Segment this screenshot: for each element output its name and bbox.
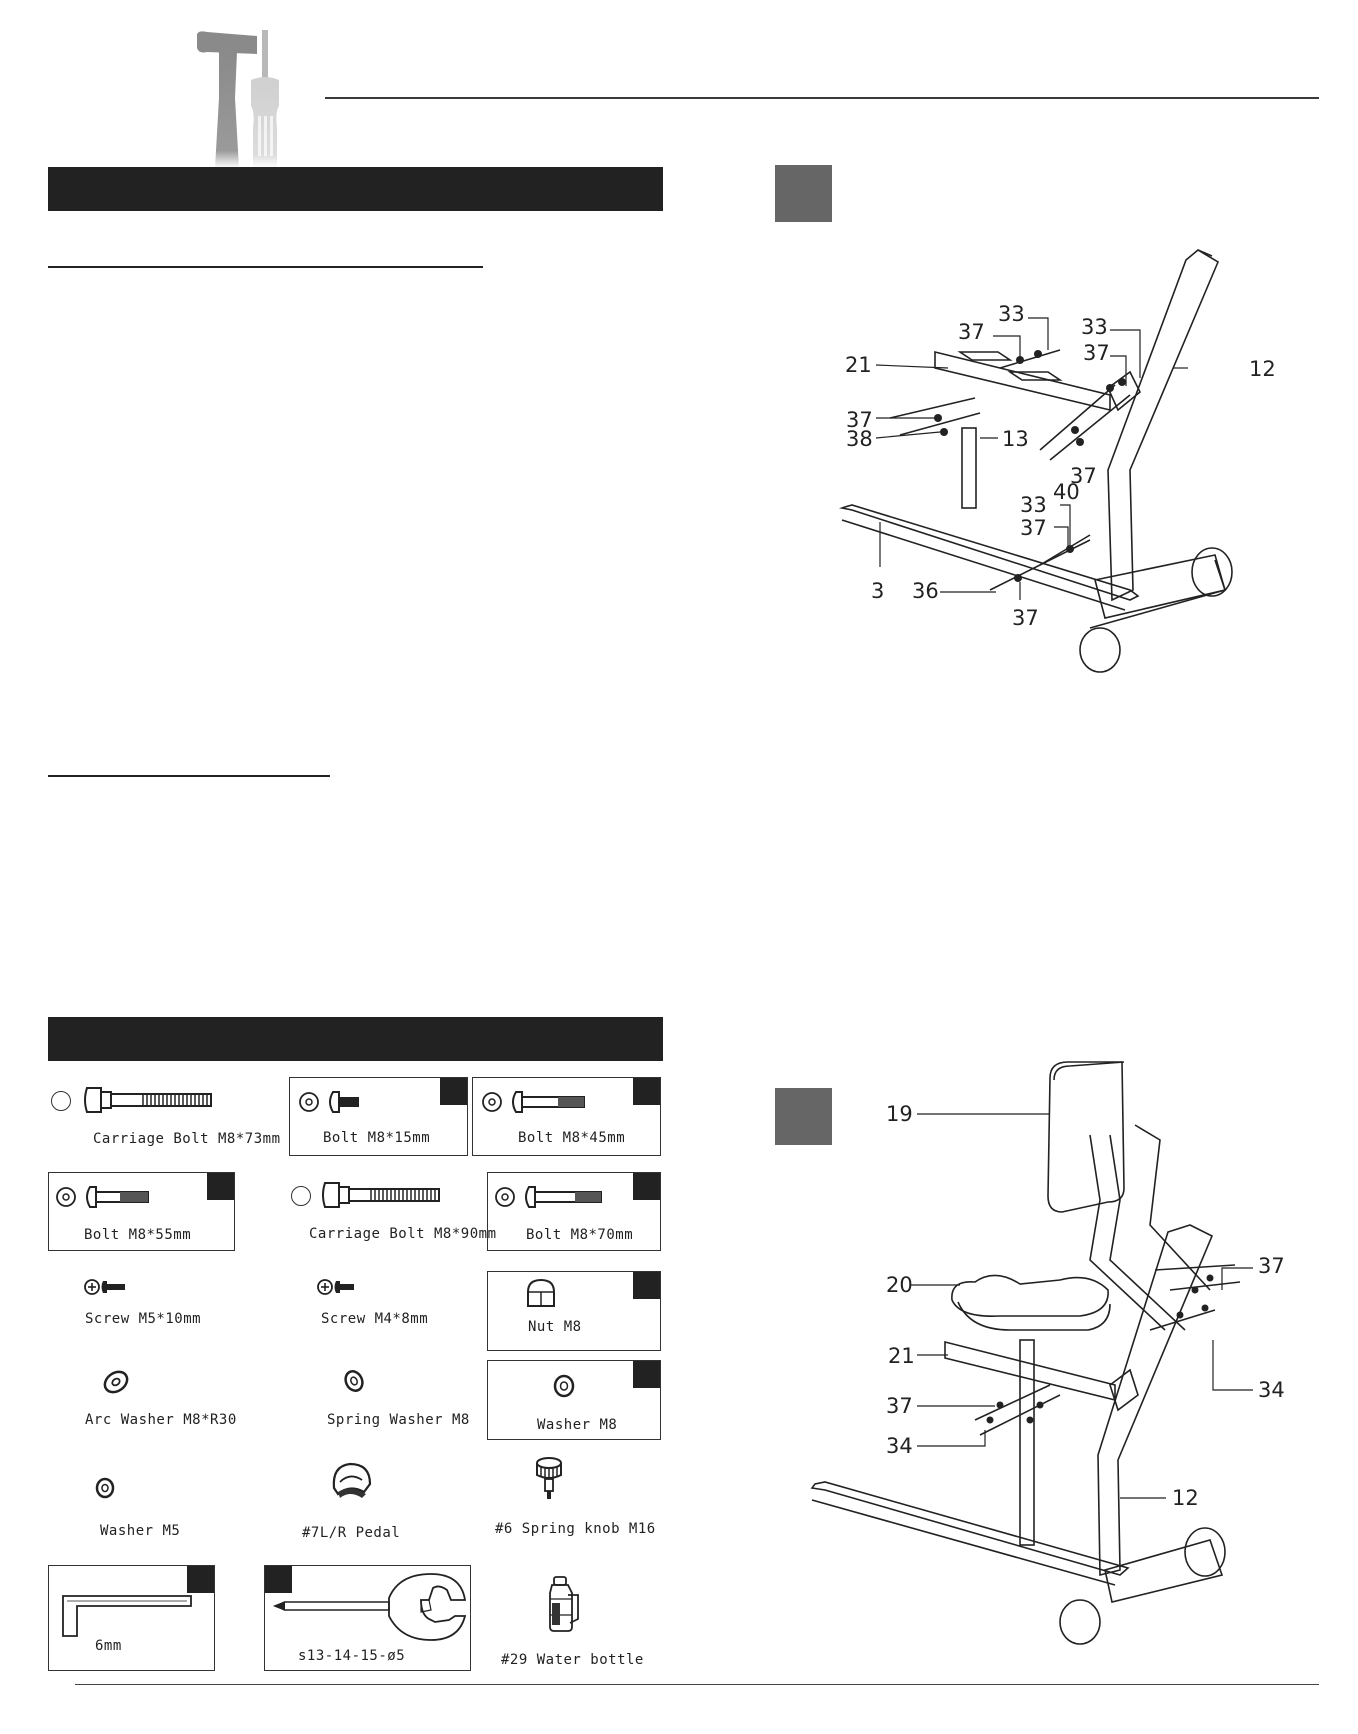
callout: 3 [871, 579, 884, 603]
part-arc-washer: Arc Washer M8*R30 [75, 1362, 275, 1432]
tool-wrench: s13-14-15-ø5 [264, 1565, 471, 1671]
part-nut-m8: Nut M8 [487, 1271, 661, 1351]
part-pedal: #7L/R Pedal [300, 1458, 430, 1541]
part-label: 6mm [95, 1638, 122, 1654]
step-1-box [775, 165, 832, 222]
part-carriage-bolt-73: Carriage Bolt M8*73mm [48, 1077, 280, 1152]
header-rule [325, 97, 1319, 99]
part-label: Carriage Bolt M8*90mm [309, 1226, 497, 1242]
tool-allen-key: 6mm [48, 1565, 215, 1671]
callout: 37 [1012, 606, 1039, 630]
part-bolt-45: Bolt M8*45mm [472, 1077, 661, 1156]
part-tag [633, 1173, 660, 1200]
part-marker [51, 1091, 71, 1111]
bolt-icon [495, 1186, 602, 1208]
screw-icon [317, 1279, 354, 1295]
part-water-bottle: #29 Water bottle [495, 1575, 665, 1675]
part-screw-m4: Screw M4*8mm [312, 1270, 482, 1330]
footer-rule [75, 1684, 1319, 1685]
callout: 34 [1258, 1378, 1285, 1402]
callout: 20 [886, 1273, 913, 1297]
bolt-icon [56, 1186, 149, 1208]
part-marker [291, 1186, 311, 1206]
part-bolt-70: Bolt M8*70mm [487, 1172, 661, 1251]
callout: 12 [1172, 1486, 1199, 1510]
callout: 37 [1020, 516, 1047, 540]
callout: 37 [1258, 1254, 1285, 1278]
part-tag [265, 1566, 292, 1593]
part-screw-m5: Screw M5*10mm [75, 1270, 245, 1330]
bolt-icon [299, 1091, 359, 1113]
callout: 37 [958, 320, 985, 344]
callout: 36 [912, 579, 939, 603]
screw-icon [84, 1279, 125, 1295]
part-label: Screw M4*8mm [321, 1311, 429, 1327]
part-spring-washer: Spring Washer M8 [320, 1362, 490, 1432]
callout: 33 [998, 302, 1025, 326]
spring-washer-icon [344, 1370, 364, 1392]
tools-icon [195, 28, 315, 168]
callout: 37 [846, 408, 873, 432]
callout: 37 [1070, 464, 1097, 488]
part-tag [207, 1173, 234, 1200]
part-label: #7L/R Pedal [302, 1525, 401, 1541]
part-tag [440, 1078, 467, 1105]
part-label: Screw M5*10mm [85, 1311, 202, 1327]
callout: 13 [1002, 427, 1029, 451]
knob-icon [536, 1457, 562, 1499]
callout: 34 [886, 1434, 913, 1458]
callout: 21 [845, 353, 872, 377]
allen-key-icon [62, 1595, 192, 1637]
part-label: Bolt M8*70mm [526, 1227, 634, 1243]
callout: 40 [1053, 480, 1080, 504]
part-label: Spring Washer M8 [327, 1412, 470, 1428]
part-label: Bolt M8*45mm [518, 1130, 626, 1146]
part-label: #29 Water bottle [501, 1652, 644, 1668]
part-label: s13-14-15-ø5 [298, 1648, 406, 1664]
part-label: Washer M8 [537, 1417, 618, 1433]
callout: 37 [886, 1394, 913, 1418]
carriage-bolt-icon [322, 1182, 440, 1208]
part-tag [633, 1361, 660, 1388]
callout: 19 [886, 1102, 913, 1126]
step-1-diagram: 33 37 33 37 21 12 37 38 13 40 37 33 37 3… [838, 249, 1276, 673]
section-bar-hardware [48, 1017, 663, 1061]
bolt-icon [482, 1091, 585, 1113]
part-carriage-bolt-90: Carriage Bolt M8*90mm [288, 1172, 496, 1251]
section-bar-top [48, 167, 663, 211]
water-bottle-icon [549, 1576, 579, 1632]
washer-icon [553, 1374, 575, 1398]
callout: 12 [1249, 357, 1276, 381]
washer-icon [95, 1477, 115, 1499]
part-label: Arc Washer M8*R30 [85, 1412, 237, 1428]
step-2-box [775, 1088, 832, 1145]
part-tag [187, 1566, 214, 1593]
part-label: Bolt M8*15mm [323, 1130, 431, 1146]
wrench-icon [272, 1573, 467, 1641]
part-bolt-55: Bolt M8*55mm [48, 1172, 235, 1251]
part-label: Bolt M8*55mm [84, 1227, 192, 1243]
part-bolt-15: Bolt M8*15mm [289, 1077, 468, 1156]
part-washer-m5: Washer M5 [90, 1468, 210, 1539]
part-spring-knob: #6 Spring knob M16 [495, 1455, 665, 1537]
part-label: Washer M5 [100, 1523, 181, 1539]
carriage-bolt-icon [84, 1087, 212, 1113]
step-2-diagram: 19 37 20 21 34 37 34 12 [810, 1061, 1285, 1645]
part-tag [633, 1078, 660, 1105]
part-label: Nut M8 [528, 1319, 582, 1335]
callout: 33 [1020, 493, 1047, 517]
callout: 21 [888, 1344, 915, 1368]
part-tag [633, 1272, 660, 1299]
part-label: #6 Spring knob M16 [495, 1521, 656, 1537]
part-label: Carriage Bolt M8*73mm [93, 1131, 281, 1147]
pedal-icon [332, 1462, 372, 1498]
callout: 33 [1081, 315, 1108, 339]
underline-2 [48, 775, 330, 777]
nut-icon [527, 1278, 555, 1307]
underline-1 [48, 266, 483, 268]
arc-washer-icon [103, 1370, 129, 1394]
part-washer-m8: Washer M8 [487, 1360, 661, 1440]
callout: 37 [1083, 341, 1110, 365]
callout: 38 [846, 427, 873, 451]
